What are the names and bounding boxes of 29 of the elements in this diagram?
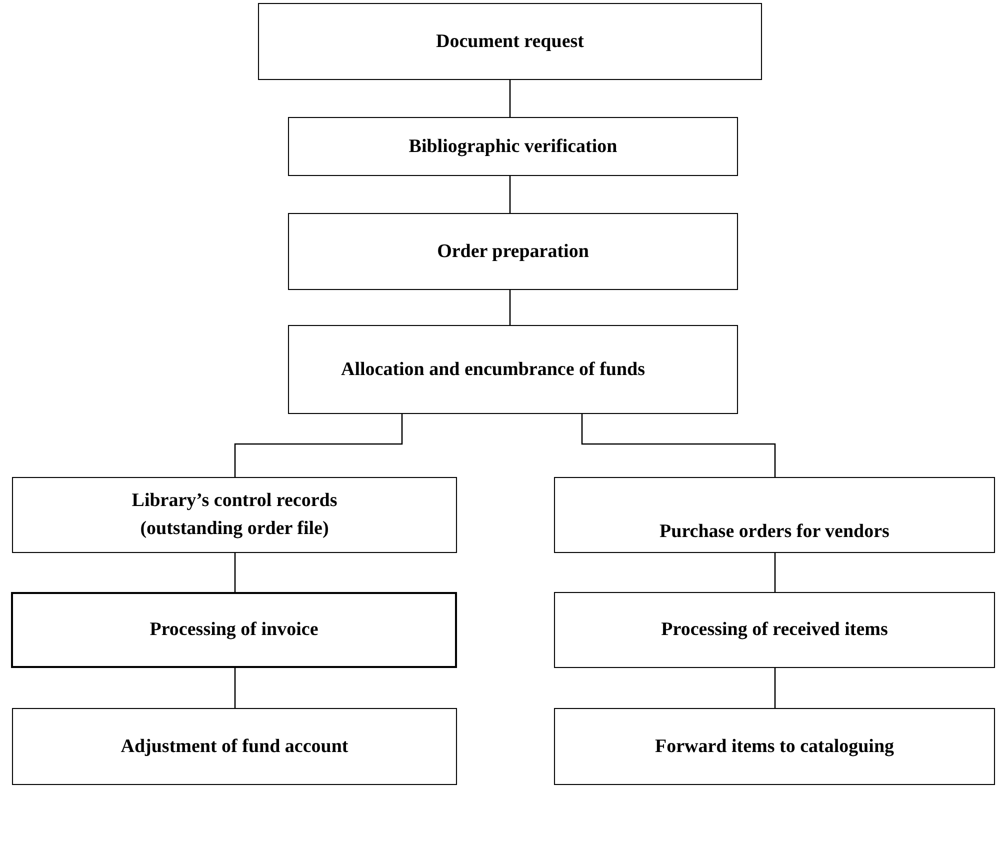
- connector-line: [581, 414, 776, 477]
- connector-line: [509, 80, 511, 117]
- connector-line: [234, 414, 403, 477]
- connector-line: [774, 668, 776, 708]
- connector-line: [509, 290, 511, 325]
- process-box: [12, 477, 457, 553]
- process-box: [258, 3, 762, 80]
- box-label: Forward items to cataloguing: [654, 734, 894, 759]
- process-box: [288, 117, 738, 176]
- box-label: Adjustment of fund account: [120, 734, 348, 759]
- process-box: [554, 708, 995, 785]
- connector-line: [774, 553, 776, 592]
- process-box: [554, 592, 995, 668]
- box-label: Purchase orders for vendors: [660, 520, 890, 544]
- box-label: Processing of invoice: [150, 618, 318, 642]
- process-box: [11, 592, 457, 668]
- box-label: Order preparation: [437, 240, 589, 264]
- box-label: Library’s control records (outstanding order file): [130, 489, 338, 541]
- connector-line: [234, 668, 236, 708]
- box-label: Bibliographic verification: [408, 134, 618, 159]
- box-label: Document request: [436, 30, 584, 54]
- process-box: [554, 477, 995, 553]
- process-box: [12, 708, 457, 785]
- process-box: [288, 213, 738, 290]
- process-box: [288, 325, 738, 414]
- connector-line: [509, 176, 511, 213]
- connector-line: [234, 553, 236, 592]
- box-label: Processing of received items: [661, 618, 888, 642]
- box-label: Allocation and encumbrance of funds: [340, 358, 646, 382]
